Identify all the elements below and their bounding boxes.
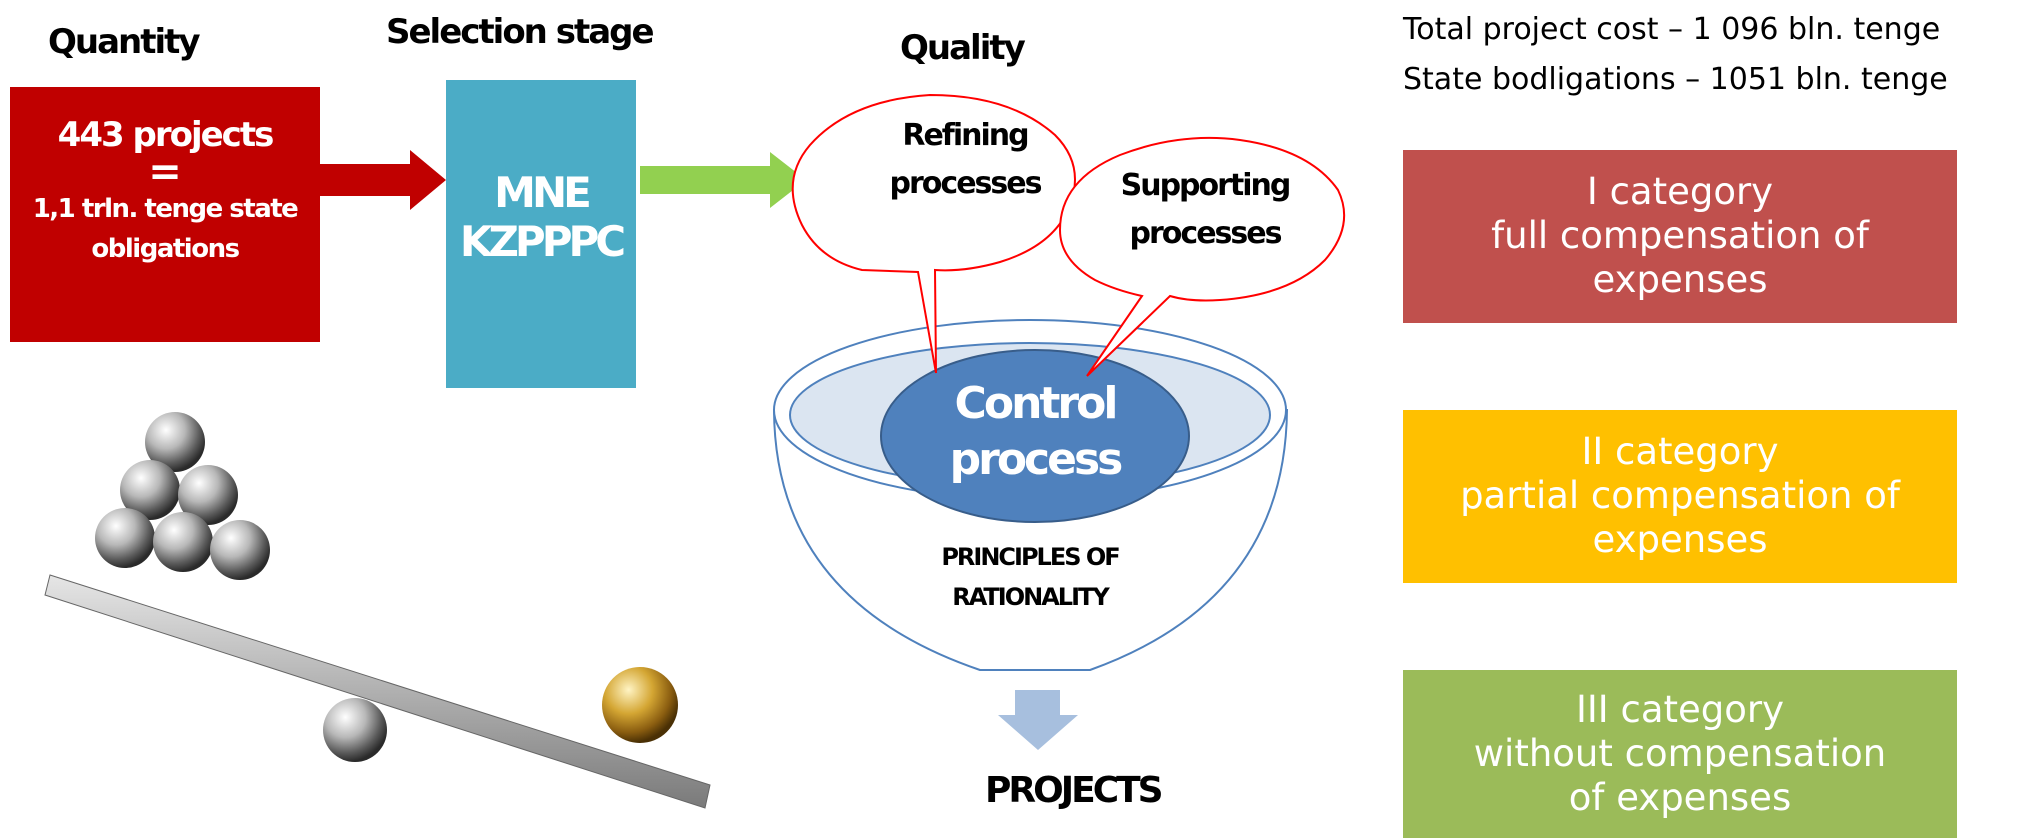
silver-ball [210, 520, 270, 580]
category-2-title: II category [1581, 430, 1779, 473]
scale-plank [44, 574, 711, 809]
equals-sign: = [148, 149, 182, 195]
cost-summary: Total project cost – 1 096 bln. tenge St… [1403, 5, 1948, 105]
down-arrow-icon [998, 690, 1078, 750]
refining-bubble [791, 93, 1076, 374]
category-3-line1: without compensation [1473, 732, 1887, 775]
funnel-diagram [772, 93, 1346, 750]
supporting-label: Supporting processes [1120, 168, 1292, 251]
category-1-title: I category [1586, 170, 1774, 213]
silver-ball [95, 508, 155, 568]
category-3-title: III category [1575, 688, 1785, 731]
gold-ball [602, 667, 678, 743]
silver-ball [178, 465, 238, 525]
obligations-line2: obligations [91, 234, 240, 264]
silver-ball [153, 512, 213, 572]
obligations-line1: 1,1 trln. tenge state [32, 194, 299, 224]
supporting-bubble [1058, 136, 1346, 377]
projects-count: 443 projects [57, 115, 275, 155]
category-3-box: III category without compensation of exp… [1403, 670, 1957, 838]
control-process-label: Control process [949, 378, 1124, 485]
category-2-line2: expenses [1592, 518, 1768, 561]
quality-heading: Quality [900, 28, 1026, 68]
red-arrow-icon [320, 150, 446, 210]
green-arrow-icon [640, 152, 806, 208]
selection-box: MNE KZPPPC [446, 80, 636, 388]
state-obligations: State bodligations – 1051 bln. tenge [1403, 62, 1948, 97]
category-2-box: II category partial compensation of expe… [1403, 410, 1957, 583]
silver-ball [120, 460, 180, 520]
silver-ball [145, 412, 205, 472]
selection-stage-heading: Selection stage [386, 12, 655, 52]
projects-output-label: PROJECTS [985, 770, 1164, 811]
quantity-heading: Quantity [48, 22, 201, 62]
category-2-line1: partial compensation of [1460, 474, 1900, 517]
principles-label: PRINCIPLES OF RATIONALITY [941, 543, 1120, 611]
control-ellipse [880, 349, 1190, 523]
balance-scale-illustration [44, 412, 711, 809]
selection-line1: MNE [494, 168, 592, 217]
total-cost: Total project cost – 1 096 bln. tenge [1403, 12, 1941, 47]
category-3-line2: of expenses [1568, 776, 1792, 819]
category-1-line1: full compensation of [1491, 214, 1869, 257]
category-1-box: I category full compensation of expenses [1403, 150, 1957, 323]
category-1-line2: expenses [1592, 258, 1768, 301]
selection-line2: KZPPPC [459, 217, 626, 266]
refining-label: Refining processes [889, 118, 1043, 201]
quantity-box: 443 projects = 1,1 trln. tenge state obl… [10, 87, 320, 342]
pivot-ball [323, 698, 387, 762]
